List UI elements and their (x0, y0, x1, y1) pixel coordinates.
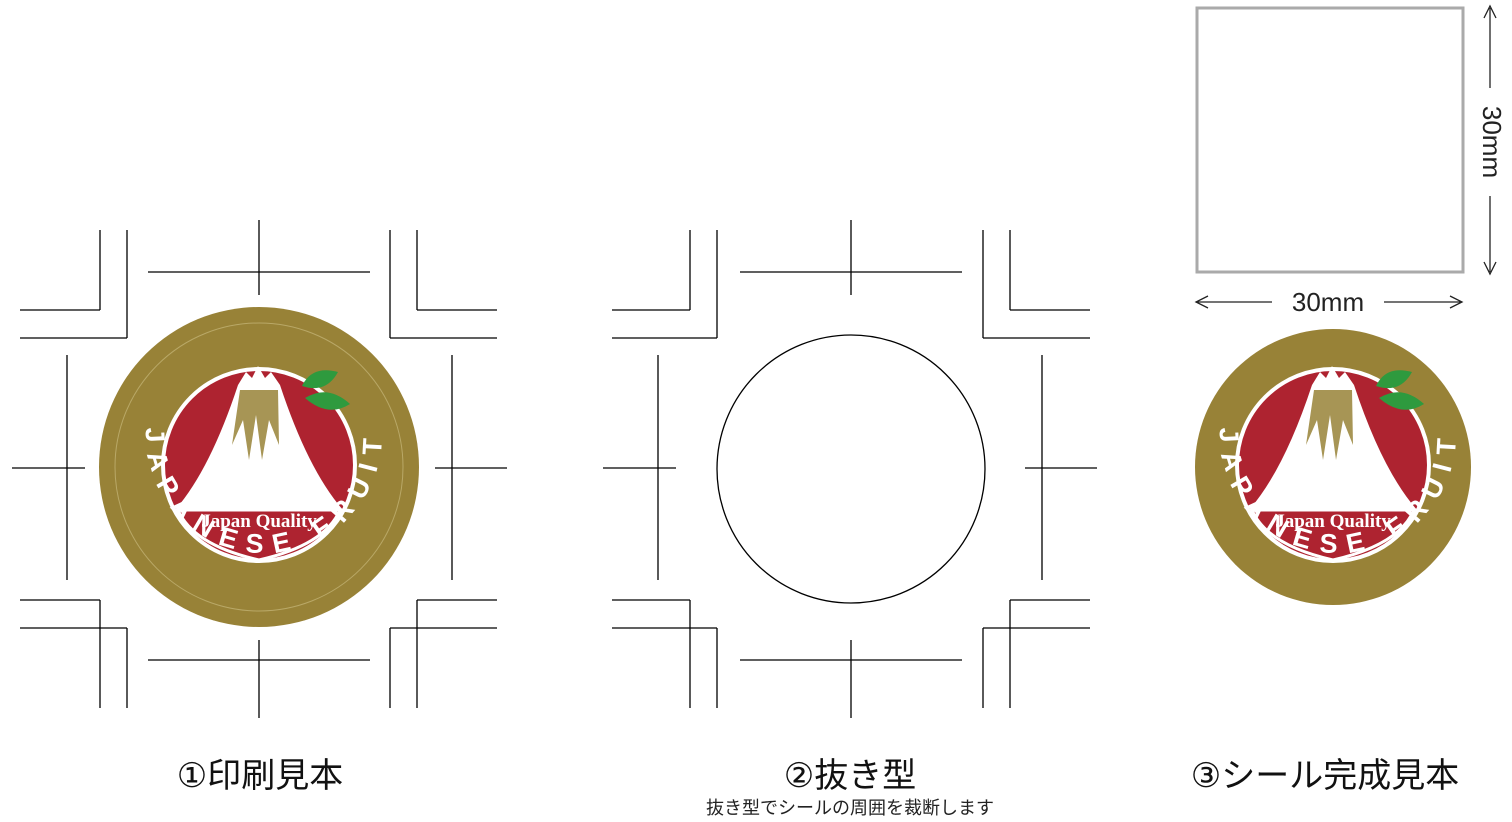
arrow-right-icon (1449, 295, 1464, 309)
leaf-icon-2 (305, 392, 350, 410)
mount-fuji-icon (175, 366, 343, 510)
seal-trim-guide (114, 322, 404, 612)
quality-text: Japan Quality (1275, 511, 1391, 532)
leaf-icon (302, 370, 338, 389)
mount-fuji-icon (1249, 366, 1417, 510)
height-label: 30mm (1477, 106, 1507, 178)
crop-marks-diecut (603, 220, 1097, 718)
size-diagram: 30mm 30mm (1194, 4, 1507, 317)
seal-finished-sample: 日本産果実 Japan Quality JAPANESE FRUIT (1195, 329, 1471, 605)
caption-print-sample: ①印刷見本 (176, 756, 344, 796)
mountain-ridges (232, 390, 279, 460)
caption-die-cut-note: 抜き型でシールの周囲を裁断します (706, 798, 994, 819)
mountain-ridges (1306, 390, 1353, 460)
arrow-down-icon (1483, 261, 1497, 276)
crop-marks-print (12, 220, 507, 718)
size-square (1195, 6, 1465, 274)
arrow-left-icon (1194, 295, 1209, 309)
quality-band (1249, 508, 1417, 562)
caption-die-cut: ②抜き型 (783, 756, 917, 796)
leaf-icon-2 (1379, 392, 1424, 410)
arrow-up-icon (1483, 4, 1497, 19)
quality-text: Japan Quality (201, 511, 317, 532)
die-cut-circle (716, 334, 986, 604)
seal-print-sample: 日本産果実 Japan Quality JAPANESE FRUIT (99, 307, 419, 627)
leaf-icon (1376, 370, 1412, 389)
quality-band (175, 508, 343, 562)
kanji-text: 日本産果実 (217, 482, 302, 503)
caption-finished-sample: ③シール完成見本 (1190, 756, 1460, 796)
width-label: 30mm (1292, 287, 1364, 317)
kanji-text: 日本産果実 (1291, 482, 1376, 503)
